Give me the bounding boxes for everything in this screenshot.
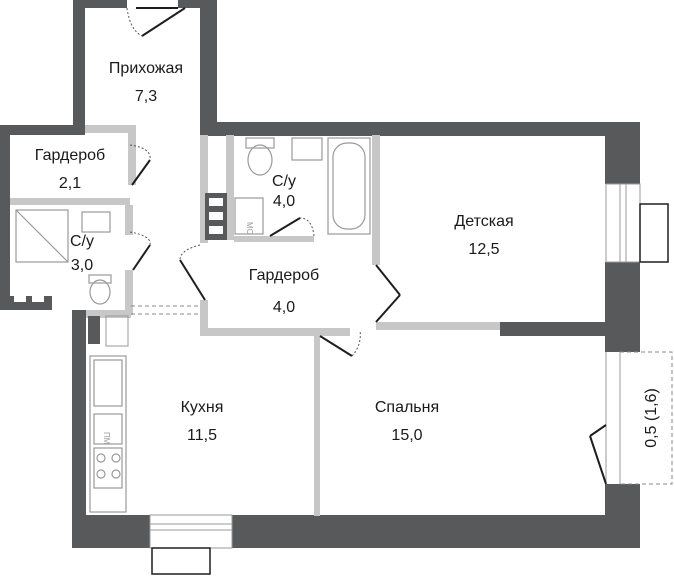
room-labels: Прихожая 7,3 Гардероб 2,1 С/у 3,0 С/у 4,… <box>35 60 660 448</box>
balcony-label: 0,5 (1,6) <box>643 388 660 448</box>
room-bathroom-left-area: 3,0 <box>71 257 93 274</box>
outer-walls <box>0 0 640 548</box>
room-hallway-name: Прихожая <box>109 60 183 77</box>
room-wardrobe-center-area: 4,0 <box>273 299 295 316</box>
windows <box>149 183 669 575</box>
room-wardrobe-left-name: Гардероб <box>35 147 105 164</box>
balcony <box>605 351 673 485</box>
room-kids-area: 12,5 <box>468 241 499 258</box>
room-hallway-area: 7,3 <box>135 88 157 105</box>
room-bathroom-top-area: 4,0 <box>273 193 295 210</box>
doors <box>126 7 607 485</box>
room-kitchen-name: Кухня <box>181 399 224 416</box>
room-bedroom-name: Спальня <box>375 399 439 416</box>
room-wardrobe-left-area: 2,1 <box>59 175 81 192</box>
interior-walls <box>10 125 500 516</box>
room-kitchen-area: 11,5 <box>187 427 217 444</box>
room-bedroom-area: 15,0 <box>391 427 422 444</box>
fixtures <box>14 137 371 513</box>
washer-label: МС <box>245 222 254 235</box>
room-bathroom-top-name: С/у <box>272 173 296 190</box>
dishwasher-label: ПМ <box>102 432 111 445</box>
room-kids-name: Детская <box>454 213 513 230</box>
room-bathroom-left-name: С/у <box>70 233 94 250</box>
room-wardrobe-center-name: Гардероб <box>249 267 319 284</box>
